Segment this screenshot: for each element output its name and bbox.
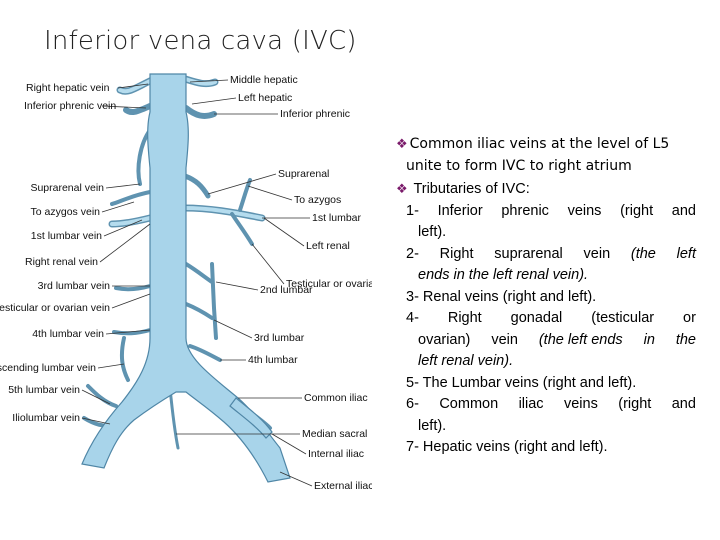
label-first-lumbar: 1st lumbar bbox=[312, 212, 362, 224]
label-to-azygos-vein: To azygos vein bbox=[31, 206, 101, 218]
diamond-bullet-icon: ❖ bbox=[396, 137, 408, 152]
label-external-iliac: External iliac bbox=[314, 480, 372, 492]
internal-iliac-branch bbox=[229, 397, 273, 439]
label-to-azygos: To azygos bbox=[294, 194, 341, 206]
ivc-diagram: Right hepatic vein Inferior phrenic vein… bbox=[0, 68, 372, 500]
label-iliolumbar-vein: Iliolumbar vein bbox=[12, 412, 80, 424]
label-fourth-lumbar: 4th lumbar bbox=[248, 354, 298, 366]
label-common-iliac: Common iliac bbox=[304, 392, 368, 404]
leader-lines bbox=[81, 79, 313, 487]
label-suprarenal: Suprarenal bbox=[278, 168, 329, 180]
label-left-renal: Left renal bbox=[306, 240, 350, 252]
note-item-3: 3- Renal veins (right and left). bbox=[406, 288, 597, 305]
label-inferior-phrenic: Inferior phrenic bbox=[280, 108, 350, 120]
note-item-5: 5- The Lumbar veins (right and left). bbox=[406, 374, 637, 391]
note-item-1-cont: left). bbox=[418, 224, 447, 240]
branch-veins bbox=[82, 74, 272, 450]
label-inferior-phrenic-vein: Inferior phrenic vein bbox=[24, 100, 116, 112]
label-internal-iliac: Internal iliac bbox=[308, 448, 364, 460]
slide-title: Inferior vena cava (IVC) bbox=[44, 26, 357, 56]
label-suprarenal-vein: Suprarenal vein bbox=[30, 182, 104, 194]
label-fifth-lumbar-vein: 5th lumbar vein bbox=[8, 384, 80, 396]
label-fourth-lumbar-vein: 4th lumbar vein bbox=[32, 328, 104, 340]
note-item-7: 7- Hepatic veins (right and left). bbox=[406, 439, 608, 455]
note-item-6-cont: left). bbox=[418, 417, 447, 434]
label-testicular-or-ovarian: Testicular or ovarian bbox=[286, 278, 372, 290]
label-right-renal-vein: Right renal vein bbox=[25, 256, 98, 268]
ivc-diagram-svg: Right hepatic vein Inferior phrenic vein… bbox=[0, 73, 372, 492]
ivc-trunk bbox=[81, 73, 291, 483]
note-heading-2: ❖ Tributaries of IVC: bbox=[396, 181, 530, 197]
label-third-lumbar: 3rd lumbar bbox=[254, 332, 305, 344]
label-right-hepatic-vein: Right hepatic vein bbox=[26, 82, 110, 94]
note-item-2-cont: ends in the left renal vein). bbox=[418, 267, 589, 283]
notes-panel: ❖Common iliac veins at the level of L5 u… bbox=[396, 134, 696, 459]
note-heading-1-cont: unite to form IVC to right atrium bbox=[406, 157, 632, 174]
label-middle-hepatic: Middle hepatic bbox=[230, 74, 298, 86]
label-ascending-lumbar-vein: Ascending lumbar vein bbox=[0, 362, 96, 374]
note-item-4-cont2: left renal vein). bbox=[418, 353, 514, 369]
note-heading-1: ❖Common iliac veins at the level of L5 bbox=[396, 136, 670, 152]
label-first-lumbar-vein: 1st lumbar vein bbox=[31, 230, 102, 242]
diamond-bullet-icon: ❖ bbox=[396, 181, 408, 196]
label-testicular-or-ovarian-vein: Testicular or ovarian vein bbox=[0, 302, 110, 314]
label-left-hepatic: Left hepatic bbox=[238, 92, 292, 104]
label-third-lumbar-vein: 3rd lumbar vein bbox=[38, 280, 111, 292]
label-median-sacral: Median sacral bbox=[302, 428, 367, 440]
label-second-lumbar: 2nd lumbar bbox=[260, 284, 313, 296]
